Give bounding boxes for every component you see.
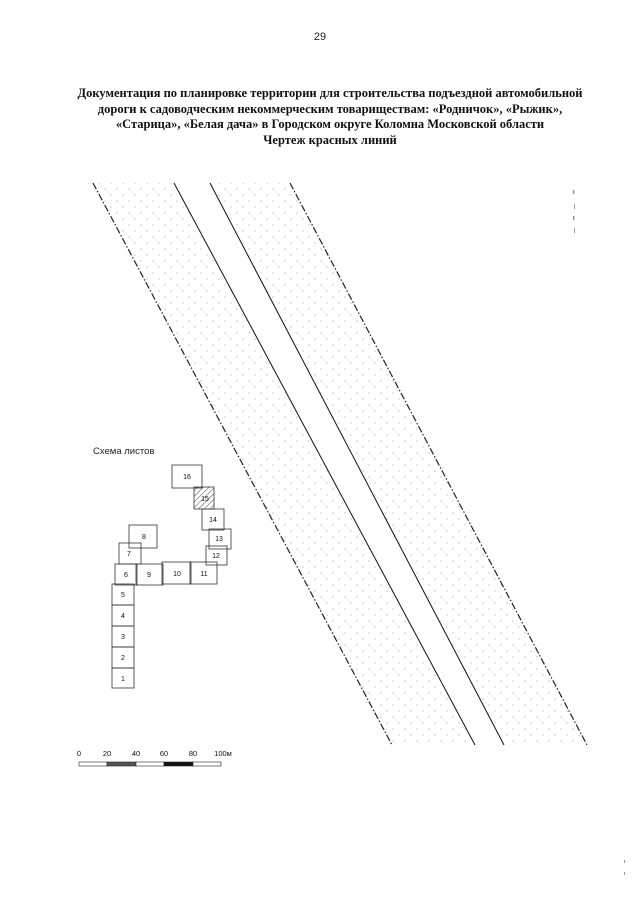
document-title: Документация по планировке территории дл…: [50, 86, 610, 148]
sheet-14: 14: [201, 508, 225, 531]
svg-text:15: 15: [201, 496, 209, 503]
scale-label-20: 20: [103, 749, 111, 758]
sheet-10: 10: [161, 561, 192, 585]
sheet-7: 7: [118, 542, 142, 565]
svg-text:1: 1: [121, 676, 125, 683]
territory-zone-left: [95, 183, 475, 745]
sheet-index-scheme: 16 15 14 13 12 11 10 9: [111, 464, 232, 689]
svg-text:11: 11: [200, 571, 207, 578]
page-number: 29: [313, 31, 327, 43]
svg-text:14: 14: [209, 517, 217, 524]
svg-text:3: 3: [121, 634, 125, 641]
sheet-3: 3: [111, 625, 135, 648]
scale-bar: 0 20 40 60 80 100м: [77, 749, 232, 767]
red-line-right: [289, 182, 588, 746]
carriageway-edge-right: [209, 182, 505, 746]
svg-text:8: 8: [142, 534, 146, 541]
title-line-3: «Старица», «Белая дача» в Городском окру…: [115, 117, 545, 131]
title-line-4: Чертеж красных линий: [263, 132, 397, 147]
sheet-8: 8: [128, 524, 158, 549]
sheet-13: 13: [208, 528, 232, 550]
sheet-2: 2: [111, 646, 135, 669]
svg-text:2: 2: [121, 655, 125, 662]
sheet-1: 1: [111, 667, 135, 689]
sheet-15-current: 15: [193, 486, 215, 510]
title-line-2: дороги к садоводческим некоммерческим то…: [97, 101, 563, 116]
sheet-6: 6: [114, 563, 138, 586]
scale-label-100: 100м: [214, 749, 232, 758]
scale-label-80: 80: [189, 749, 197, 758]
scale-label-40: 40: [132, 749, 140, 758]
edge-marks: [573, 190, 625, 875]
svg-text:5: 5: [121, 592, 125, 599]
title-line-1: Документация по планировке территории дл…: [77, 86, 583, 100]
sheet-12: 12: [205, 545, 228, 566]
svg-text:16: 16: [183, 474, 191, 481]
svg-text:7: 7: [127, 551, 131, 558]
svg-text:12: 12: [212, 553, 220, 560]
svg-text:4: 4: [121, 613, 125, 620]
scale-label-0: 0: [77, 749, 81, 758]
sheet-11: 11: [189, 561, 218, 585]
svg-text:10: 10: [173, 571, 181, 578]
svg-text:6: 6: [124, 572, 128, 579]
sheet-4: 4: [111, 604, 135, 627]
sheet-9: 9: [135, 563, 164, 586]
scale-label-60: 60: [160, 749, 168, 758]
sheet-5: 5: [111, 583, 135, 606]
red-line-left: [92, 182, 393, 746]
svg-text:13: 13: [215, 536, 223, 543]
carriageway-edge-left: [173, 182, 476, 746]
territory-zone-right: [210, 183, 587, 745]
sheet-16: 16: [171, 464, 203, 489]
svg-text:9: 9: [147, 572, 151, 579]
sheet-scheme-label: Схема листов: [93, 446, 155, 457]
